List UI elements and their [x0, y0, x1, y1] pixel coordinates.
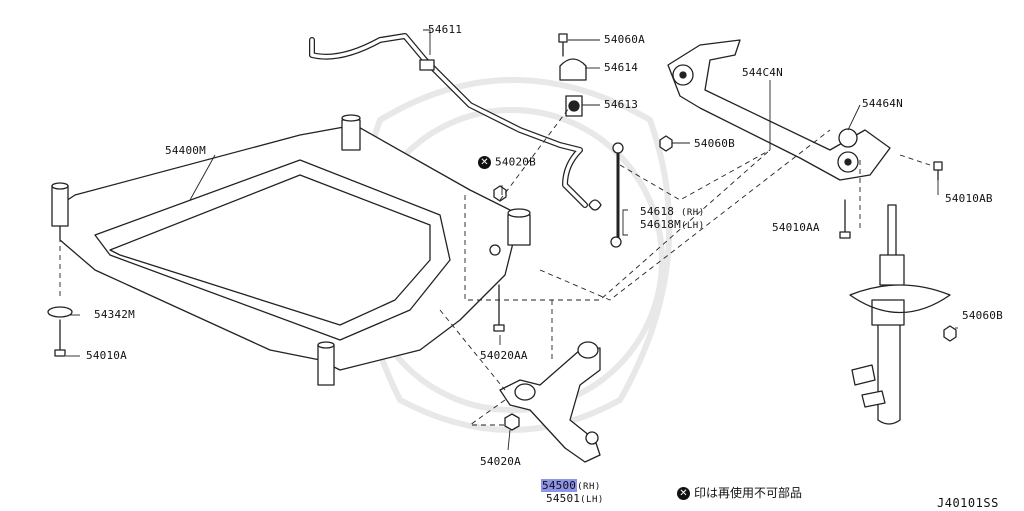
label-54010AB[interactable]: 54010AB [945, 192, 993, 205]
label-54501-code: 54501 [546, 492, 581, 505]
strut-assembly [849, 204, 951, 425]
label-54060A[interactable]: 54060A [604, 33, 645, 46]
label-54020AA[interactable]: 54020AA [480, 349, 528, 362]
label-54501-side: (LH) [580, 495, 604, 505]
nut-54060B-right [943, 325, 957, 342]
label-54618M-code: 54618M [640, 218, 681, 231]
label-54342M[interactable]: 54342M [94, 308, 135, 321]
label-54020B-text: 54020B [495, 155, 536, 169]
label-54618-code: 54618 [640, 205, 675, 218]
label-54614[interactable]: 54614 [604, 61, 639, 74]
label-54618M-side: (LH) [680, 221, 705, 231]
x-circle-icon: ✕ [478, 156, 491, 169]
label-54500-side: (RH) [577, 482, 601, 492]
label-54464N[interactable]: 54464N [862, 97, 903, 110]
label-54020B[interactable]: ✕ 54020B [478, 156, 536, 169]
label-54010AA[interactable]: 54010AA [772, 221, 820, 234]
label-54060B-top[interactable]: 54060B [694, 137, 735, 150]
label-54501[interactable]: 54501(LH) [546, 493, 604, 506]
label-54618[interactable]: 54618 (RH) [640, 206, 705, 219]
label-54010A[interactable]: 54010A [86, 349, 127, 362]
label-54400M[interactable]: 54400M [165, 144, 206, 157]
lower-arm-54500 [499, 347, 601, 463]
label-54020A[interactable]: 54020A [480, 455, 521, 468]
bolt-54020A [504, 413, 520, 431]
bolt-54020AA [493, 284, 505, 332]
label-544C4N[interactable]: 544C4N [742, 66, 783, 79]
legend-note: ✕ 印は再使用不可部品 [677, 484, 802, 501]
washer-54342M [47, 306, 73, 318]
bolt-54010AA [839, 199, 851, 239]
label-54611[interactable]: 54611 [428, 23, 463, 36]
x-circle-icon: ✕ [677, 487, 690, 500]
nut-54020B [493, 185, 507, 202]
clamp-54614 [559, 58, 587, 81]
legend-note-text: 印は再使用不可部品 [694, 486, 803, 500]
label-54060B-right[interactable]: 54060B [962, 309, 1003, 322]
label-54500-code: 54500 [541, 479, 578, 492]
bolt-54010AB [933, 161, 943, 181]
bolt-54010A [54, 319, 66, 357]
crossmember-544C4N [667, 39, 891, 181]
label-54618M[interactable]: 54618M(LH) [640, 219, 705, 232]
nut-54060B-top [659, 135, 673, 152]
diagram-id: J40101SS [937, 496, 999, 510]
bolt-54060A [558, 33, 568, 57]
label-54618-side: (RH) [680, 208, 705, 218]
label-54613[interactable]: 54613 [604, 98, 639, 111]
label-54500[interactable]: 54500(RH) [541, 479, 601, 493]
